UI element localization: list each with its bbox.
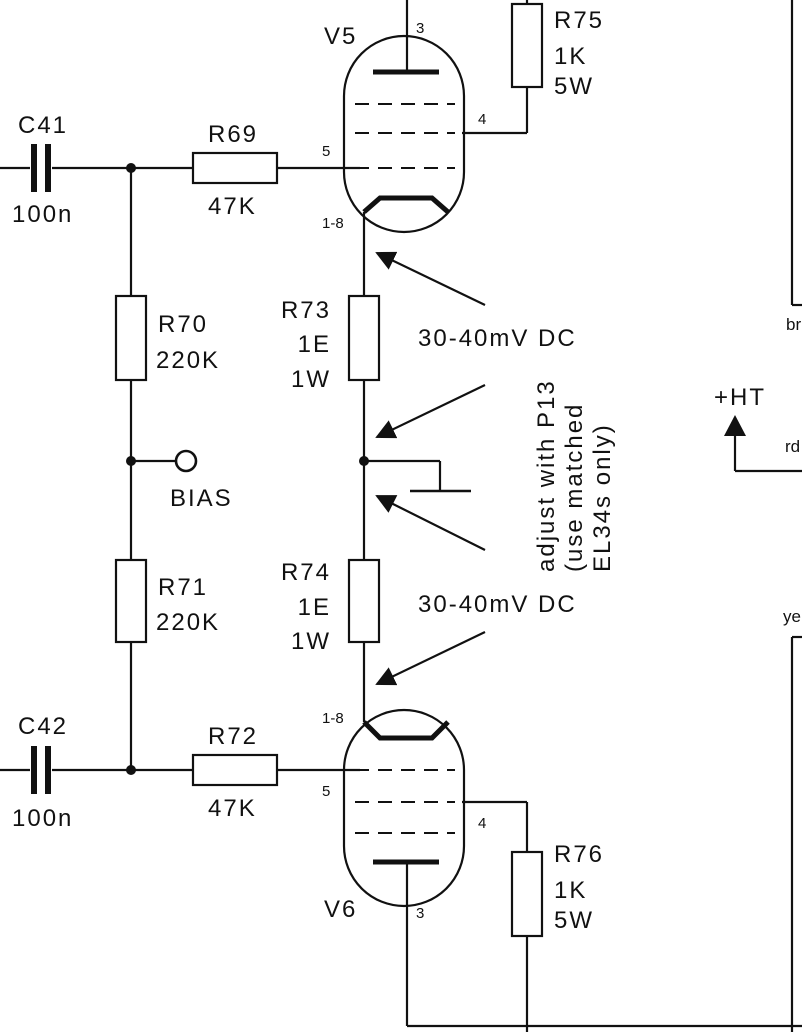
r76-power: 5W — [554, 907, 594, 934]
tube-v5 — [342, 34, 466, 234]
r74-value: 1E — [298, 594, 331, 621]
wire-color-rd: rd — [785, 437, 800, 456]
tube-v6 — [342, 708, 466, 908]
r71-value: 220K — [156, 609, 220, 636]
resistor-r73 — [347, 294, 381, 382]
r76-ref: R76 — [554, 841, 604, 868]
bias-label: BIAS — [170, 485, 233, 512]
r75-value: 1K — [554, 43, 587, 70]
resistor-r69 — [191, 151, 279, 185]
r69-value: 47K — [208, 193, 257, 220]
v5-pin-screen: 4 — [478, 111, 486, 128]
r69-ref: R69 — [208, 121, 258, 148]
bias-terminal — [174, 449, 198, 473]
capacitor-c42 — [31, 746, 51, 794]
c41-value: 100n — [12, 201, 73, 228]
r71-ref: R71 — [158, 574, 208, 601]
v5-pin-grid: 5 — [322, 143, 330, 160]
v6-pin-screen: 4 — [478, 815, 486, 832]
capacitor-c41 — [31, 144, 51, 192]
r72-value: 47K — [208, 795, 257, 822]
junction-dot — [126, 163, 136, 173]
c42-ref: C42 — [18, 713, 68, 740]
r75-power: 5W — [554, 73, 594, 100]
v5-pin-anode: 3 — [416, 20, 424, 37]
r74-ref: R74 — [281, 559, 331, 586]
c42-value: 100n — [12, 805, 73, 832]
r70-ref: R70 — [158, 311, 208, 338]
v5-pin-cathode: 1-8 — [322, 215, 344, 232]
arrow-measure-bottom — [375, 631, 486, 686]
r74-power: 1W — [291, 628, 331, 655]
r73-ref: R73 — [281, 297, 331, 324]
v6-pin-cathode: 1-8 — [322, 710, 344, 727]
junction-dot — [359, 456, 369, 466]
arrow-measure-top — [375, 251, 486, 306]
r75-ref: R75 — [554, 7, 604, 34]
wire-color-ye: ye — [783, 607, 801, 626]
r72-ref: R72 — [208, 723, 258, 750]
c41-ref: C41 — [18, 112, 68, 139]
measure-label-top: 30-40mV DC — [418, 325, 577, 352]
ht-label: +HT — [714, 384, 766, 411]
arrow-adjust-upper — [375, 384, 486, 439]
adjust-note-line2: (use matched — [561, 403, 588, 572]
r76-value: 1K — [554, 877, 587, 904]
v5-ref: V5 — [324, 23, 357, 50]
v6-pin-anode: 3 — [416, 905, 424, 922]
v6-pin-grid: 5 — [322, 783, 330, 800]
adjust-note: adjust with P13 (use matched EL34s only) — [533, 379, 616, 572]
resistor-r71 — [114, 558, 148, 644]
adjust-note-line1: adjust with P13 — [533, 379, 560, 572]
wire-color-br: br — [786, 315, 801, 334]
resistor-r76 — [510, 850, 544, 938]
resistor-r70 — [114, 294, 148, 382]
adjust-note-line3: EL34s only) — [589, 423, 616, 572]
junction-dot — [126, 456, 136, 466]
resistor-r72 — [191, 753, 279, 787]
r73-power: 1W — [291, 366, 331, 393]
junction-dot — [126, 765, 136, 775]
resistor-r75 — [510, 2, 544, 89]
r73-value: 1E — [298, 331, 331, 358]
ht-arrow-icon — [724, 415, 746, 436]
r70-value: 220K — [156, 347, 220, 374]
v6-ref: V6 — [324, 896, 357, 923]
arrow-adjust-lower — [375, 495, 486, 551]
measure-label-bottom: 30-40mV DC — [418, 591, 577, 618]
resistor-r74 — [347, 558, 381, 644]
